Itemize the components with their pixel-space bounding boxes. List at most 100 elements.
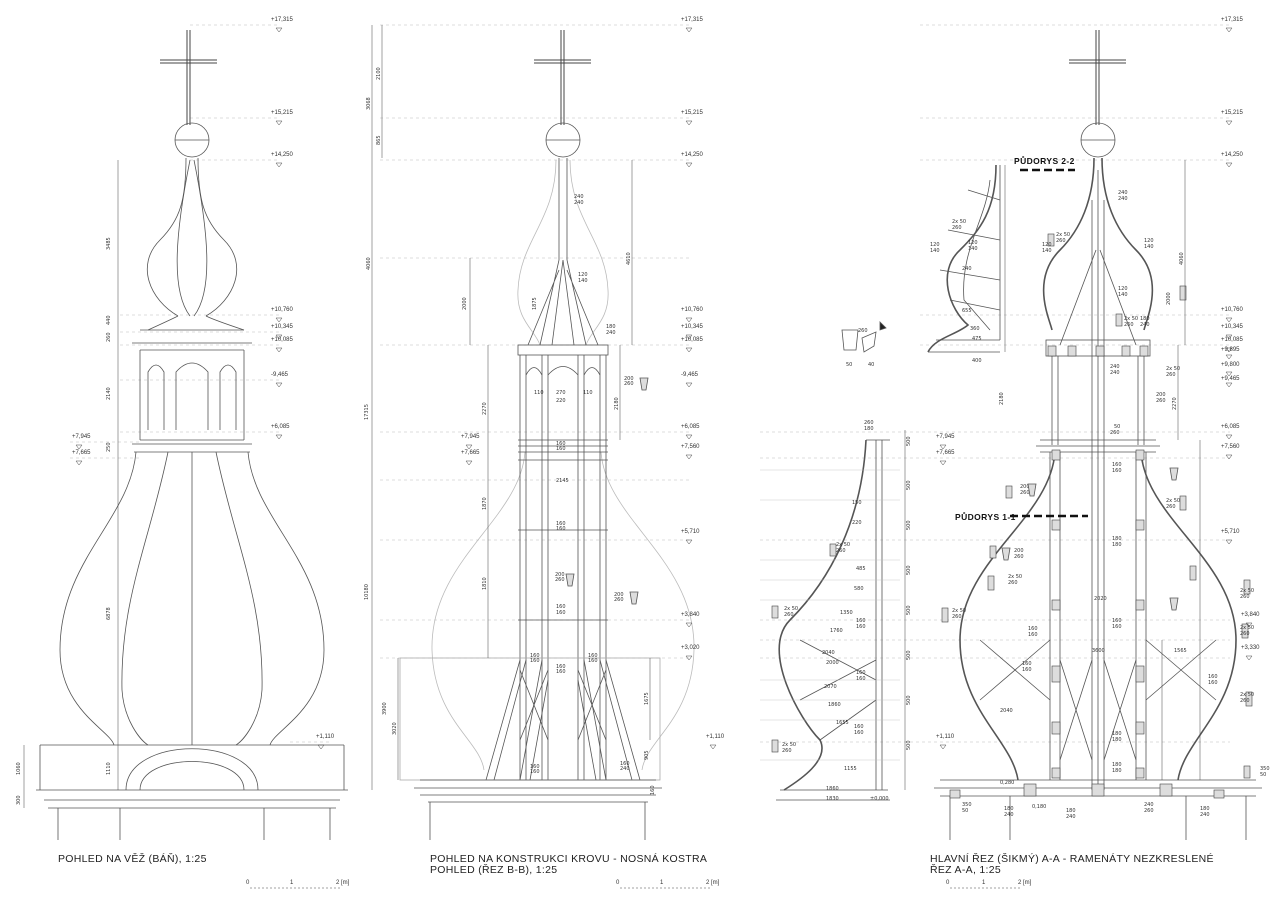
scale-tick: 1: [982, 880, 986, 886]
svg-text:2270: 2270: [1172, 397, 1178, 410]
svg-text:2x 50: 2x 50: [836, 542, 850, 548]
svg-text:50: 50: [962, 808, 968, 814]
svg-text:160: 160: [1028, 632, 1038, 638]
level-label: +9,465: [1221, 376, 1240, 382]
level-label: +5,710: [1221, 529, 1240, 535]
svg-text:160: 160: [556, 441, 566, 447]
svg-text:160: 160: [854, 724, 864, 730]
svg-text:3900: 3900: [382, 702, 388, 715]
svg-text:240: 240: [1200, 812, 1210, 818]
svg-text:360: 360: [970, 326, 980, 332]
svg-text:2000: 2000: [462, 297, 468, 310]
svg-text:3068: 3068: [366, 97, 372, 110]
svg-text:160: 160: [556, 664, 566, 670]
svg-text:120: 120: [578, 272, 588, 278]
svg-text:160: 160: [856, 676, 866, 682]
svg-text:4060: 4060: [1179, 252, 1185, 265]
scale-tick: 2 [m]: [1018, 880, 1032, 886]
svg-text:2100: 2100: [376, 67, 382, 80]
svg-text:2x 50: 2x 50: [1240, 625, 1254, 631]
svg-text:180: 180: [1112, 762, 1122, 768]
svg-text:160: 160: [556, 526, 566, 532]
scale-tick: 1: [290, 880, 294, 886]
svg-text:2145: 2145: [556, 478, 569, 484]
svg-text:240: 240: [1118, 196, 1128, 202]
svg-text:260: 260: [1014, 554, 1024, 560]
svg-text:1810: 1810: [482, 577, 488, 590]
level-label: +14,250: [271, 152, 293, 158]
svg-text:10180: 10180: [364, 584, 370, 600]
level-label: +1,110: [936, 734, 955, 740]
svg-text:2x 50: 2x 50: [1240, 692, 1254, 698]
level-label: +6,085: [1221, 424, 1240, 430]
svg-text:0,180: 0,180: [1032, 804, 1046, 810]
svg-text:240: 240: [1118, 190, 1128, 196]
svg-text:2x 50: 2x 50: [952, 608, 966, 614]
scale-tick: 0: [246, 880, 250, 886]
svg-text:2070: 2070: [824, 684, 837, 690]
level-label: +10,760: [1221, 307, 1243, 313]
svg-text:500: 500: [906, 565, 912, 575]
view2-title-line2: POHLED (ŘEZ B-B), 1:25: [430, 864, 558, 876]
level-label: +14,250: [1221, 152, 1243, 158]
svg-text:240: 240: [574, 200, 584, 206]
svg-text:180: 180: [1112, 737, 1122, 743]
svg-text:140: 140: [1144, 244, 1154, 250]
svg-text:500: 500: [906, 436, 912, 446]
svg-text:1870: 1870: [482, 497, 488, 510]
svg-text:6878: 6878: [106, 607, 112, 620]
svg-text:160: 160: [1112, 618, 1122, 624]
svg-text:260: 260: [1156, 398, 1166, 404]
svg-text:260: 260: [952, 225, 962, 231]
svg-text:240: 240: [1144, 802, 1154, 808]
svg-text:160: 160: [1112, 462, 1122, 468]
section-mark-1-1: PŮDORYS 1-1: [955, 511, 1016, 522]
scale-tick: 2 [m]: [706, 880, 720, 886]
svg-text:2040: 2040: [1000, 708, 1013, 714]
svg-text:160: 160: [650, 785, 656, 795]
svg-text:260: 260: [864, 420, 874, 426]
level-label: +5,710: [681, 529, 700, 535]
svg-text:0,280: 0,280: [1000, 780, 1014, 786]
svg-text:50: 50: [846, 362, 852, 368]
svg-text:440: 440: [106, 315, 112, 325]
level-label: +3,330: [1241, 645, 1260, 651]
level-label: +10,085: [681, 337, 703, 343]
svg-text:260: 260: [952, 614, 962, 620]
view2-title-line1: POHLED NA KONSTRUKCI KROVU - NOSNÁ KOSTR…: [430, 853, 708, 865]
level-label: +7,945: [461, 434, 480, 440]
svg-text:260: 260: [624, 381, 634, 387]
svg-text:1860: 1860: [826, 786, 839, 792]
svg-text:200: 200: [624, 376, 634, 382]
svg-text:180: 180: [1112, 536, 1122, 542]
svg-text:260: 260: [1056, 238, 1066, 244]
scale-tick: 0: [616, 880, 620, 886]
svg-text:475: 475: [972, 336, 982, 342]
svg-text:140: 140: [1118, 292, 1128, 298]
level-label: +3,020: [681, 645, 700, 651]
svg-text:240: 240: [1110, 364, 1120, 370]
svg-text:905: 905: [644, 750, 650, 760]
svg-text:1155: 1155: [844, 766, 857, 772]
svg-text:1675: 1675: [644, 692, 650, 705]
svg-text:2x 50: 2x 50: [1056, 232, 1070, 238]
svg-text:400: 400: [972, 358, 982, 364]
level-label: +7,560: [681, 444, 700, 450]
svg-text:160: 160: [556, 446, 566, 452]
svg-text:500: 500: [906, 480, 912, 490]
svg-text:150: 150: [852, 500, 862, 506]
level-label: +17,315: [681, 17, 703, 23]
svg-text:50: 50: [1114, 424, 1120, 430]
svg-text:160: 160: [856, 670, 866, 676]
svg-text:1565: 1565: [1174, 648, 1187, 654]
svg-text:180: 180: [1112, 542, 1122, 548]
svg-text:2x 50: 2x 50: [1124, 316, 1138, 322]
level-label: +7,945: [936, 434, 955, 440]
level-label: +7,560: [1221, 444, 1240, 450]
svg-text:110: 110: [534, 390, 544, 396]
svg-text:160: 160: [556, 669, 566, 675]
level-label: +1,110: [706, 734, 725, 740]
svg-text:260: 260: [555, 577, 565, 583]
svg-text:2x 50: 2x 50: [1166, 366, 1180, 372]
svg-text:250: 250: [106, 442, 112, 452]
